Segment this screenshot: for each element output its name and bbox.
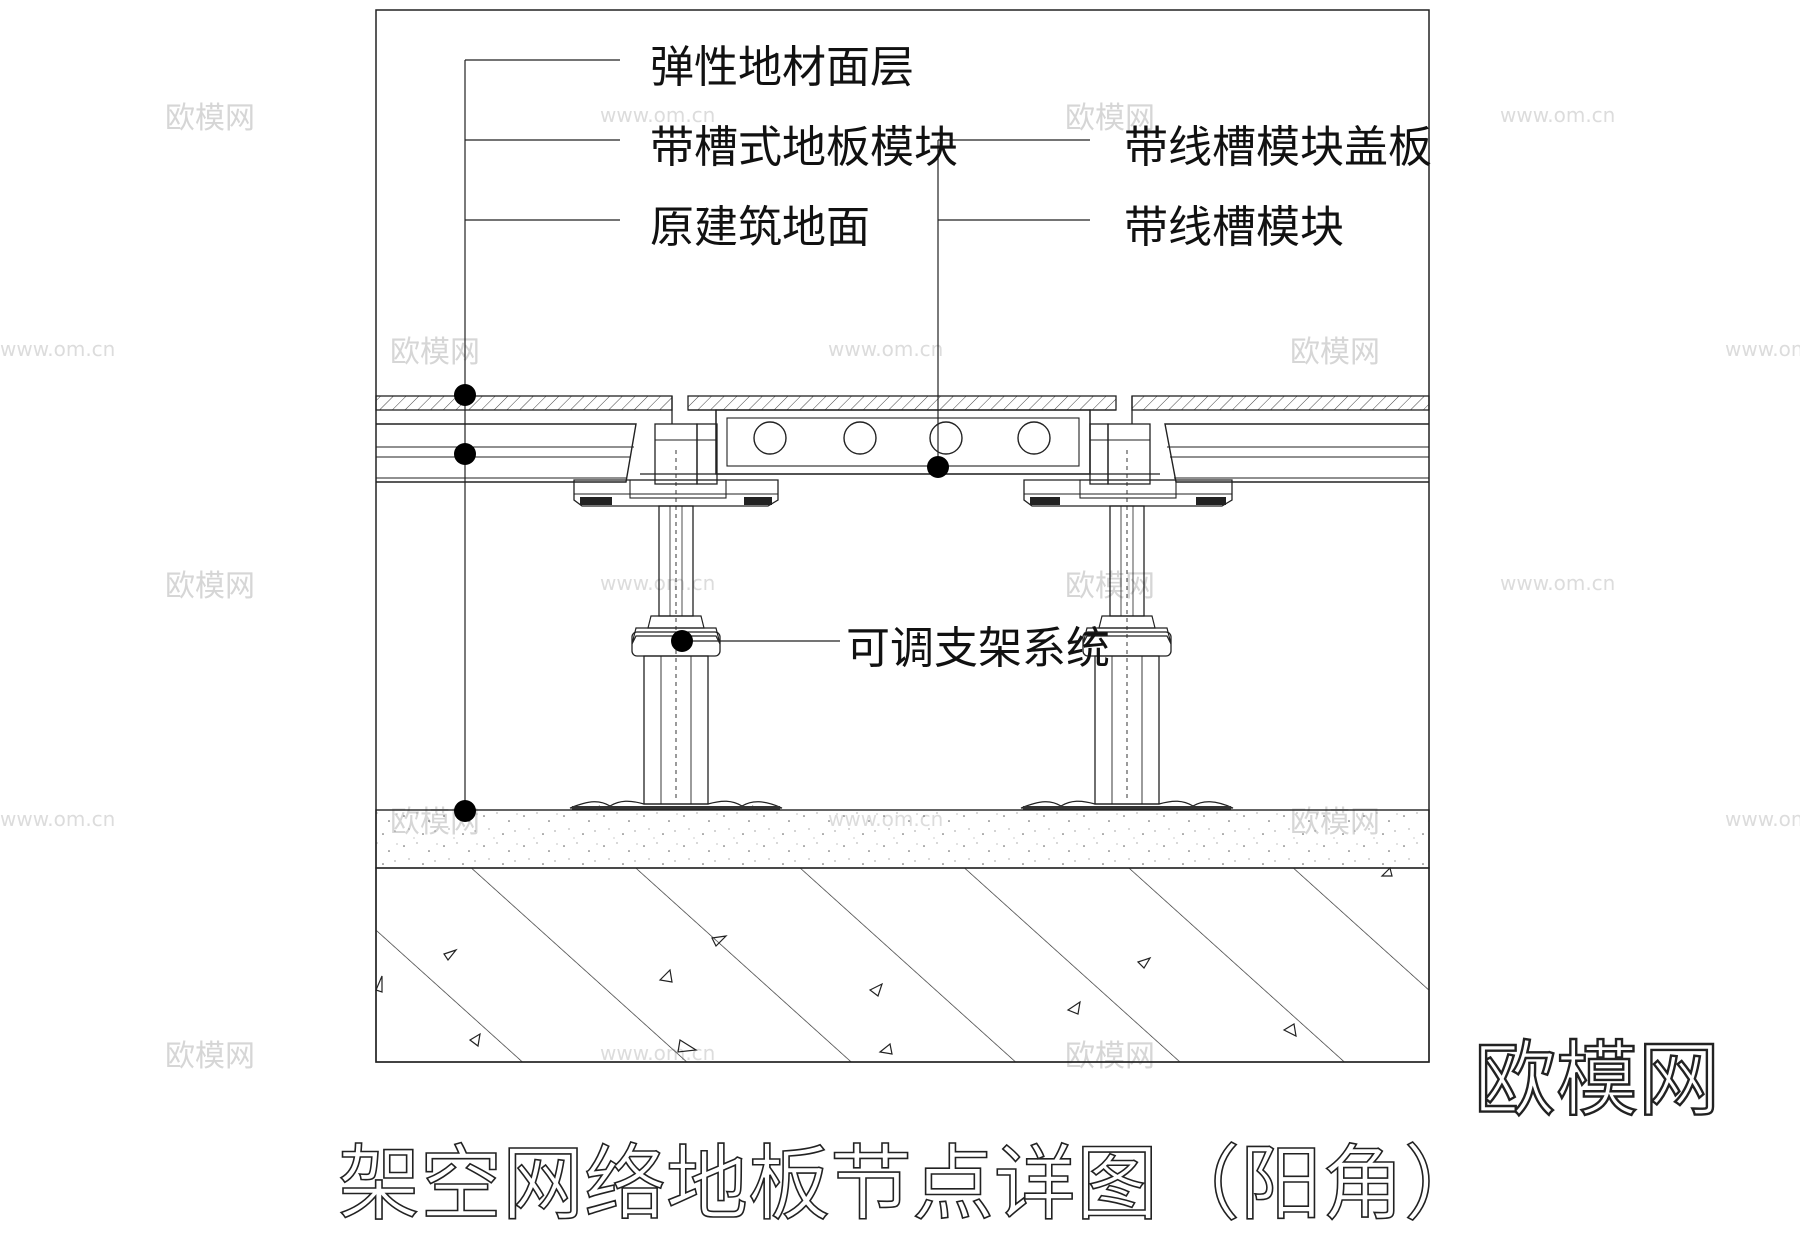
callout-dot-icon [454, 443, 476, 465]
watermark-url: www.om.cn [1725, 807, 1800, 831]
grooved-floor-module-right [1164, 423, 1429, 483]
screed-layer [375, 809, 1430, 869]
pedestal-head-left [573, 479, 779, 507]
structural-slab [375, 867, 1430, 1063]
watermark-url: www.om.cn [0, 337, 115, 361]
adjustable-pedestal-left [569, 450, 783, 811]
cable-hole [1017, 421, 1051, 455]
label-original-floor: 原建筑地面 [650, 202, 870, 253]
watermark-url: www.om.cn [1500, 103, 1615, 127]
resilient-surface-left [375, 395, 673, 411]
label-adjustable-support: 可调支架系统 [846, 623, 1110, 674]
aggregate-marks [375, 866, 1393, 1055]
watermark-url: www.om.cn [1725, 337, 1800, 361]
callout-dot-icon [454, 800, 476, 822]
watermark-url: www.om.cn [828, 337, 943, 361]
watermark-text: 欧模网 [165, 569, 255, 604]
callout-leaders [464, 59, 1090, 810]
callout-dot-icon [454, 384, 476, 406]
watermark-text: 欧模网 [165, 101, 255, 136]
label-grooved-floor-module: 带槽式地板模块 [650, 122, 958, 173]
callout-dot-icon [927, 456, 949, 478]
watermark-url: www.om.cn [1500, 571, 1615, 595]
watermark-text: 欧模网 [165, 1039, 255, 1074]
trunking-cover-plate [687, 395, 1117, 411]
label-trunking-module: 带线槽模块 [1124, 202, 1344, 253]
pedestal-head-right [1023, 479, 1233, 507]
cable-hole [843, 421, 877, 455]
label-resilient-surface: 弹性地材面层 [650, 42, 914, 93]
watermark-text: 欧模网 [1290, 335, 1380, 370]
cable-hole [929, 421, 963, 455]
callout-dot-icon [671, 630, 693, 652]
watermark-url: www.om.cn [600, 103, 715, 127]
callout-dots [454, 384, 949, 822]
watermark-text: 欧模网 [1065, 101, 1155, 136]
label-trunking-cover: 带线槽模块盖板 [1124, 122, 1432, 173]
grooved-floor-module-left [376, 423, 637, 483]
trunking-module [715, 409, 1091, 475]
brand-logo: 欧模网 [1474, 1033, 1720, 1128]
resilient-surface-right [1131, 395, 1430, 411]
drawing-title: 架空网络地板节点详图（阳角） [338, 1137, 1486, 1230]
watermark-url: www.om.cn [600, 571, 715, 595]
floor-assembly [375, 395, 1430, 1063]
adjustable-pedestal-right [1020, 450, 1234, 810]
cable-hole [753, 421, 787, 455]
watermark-url: www.om.cn [0, 807, 115, 831]
watermark-text: 欧模网 [390, 335, 480, 370]
